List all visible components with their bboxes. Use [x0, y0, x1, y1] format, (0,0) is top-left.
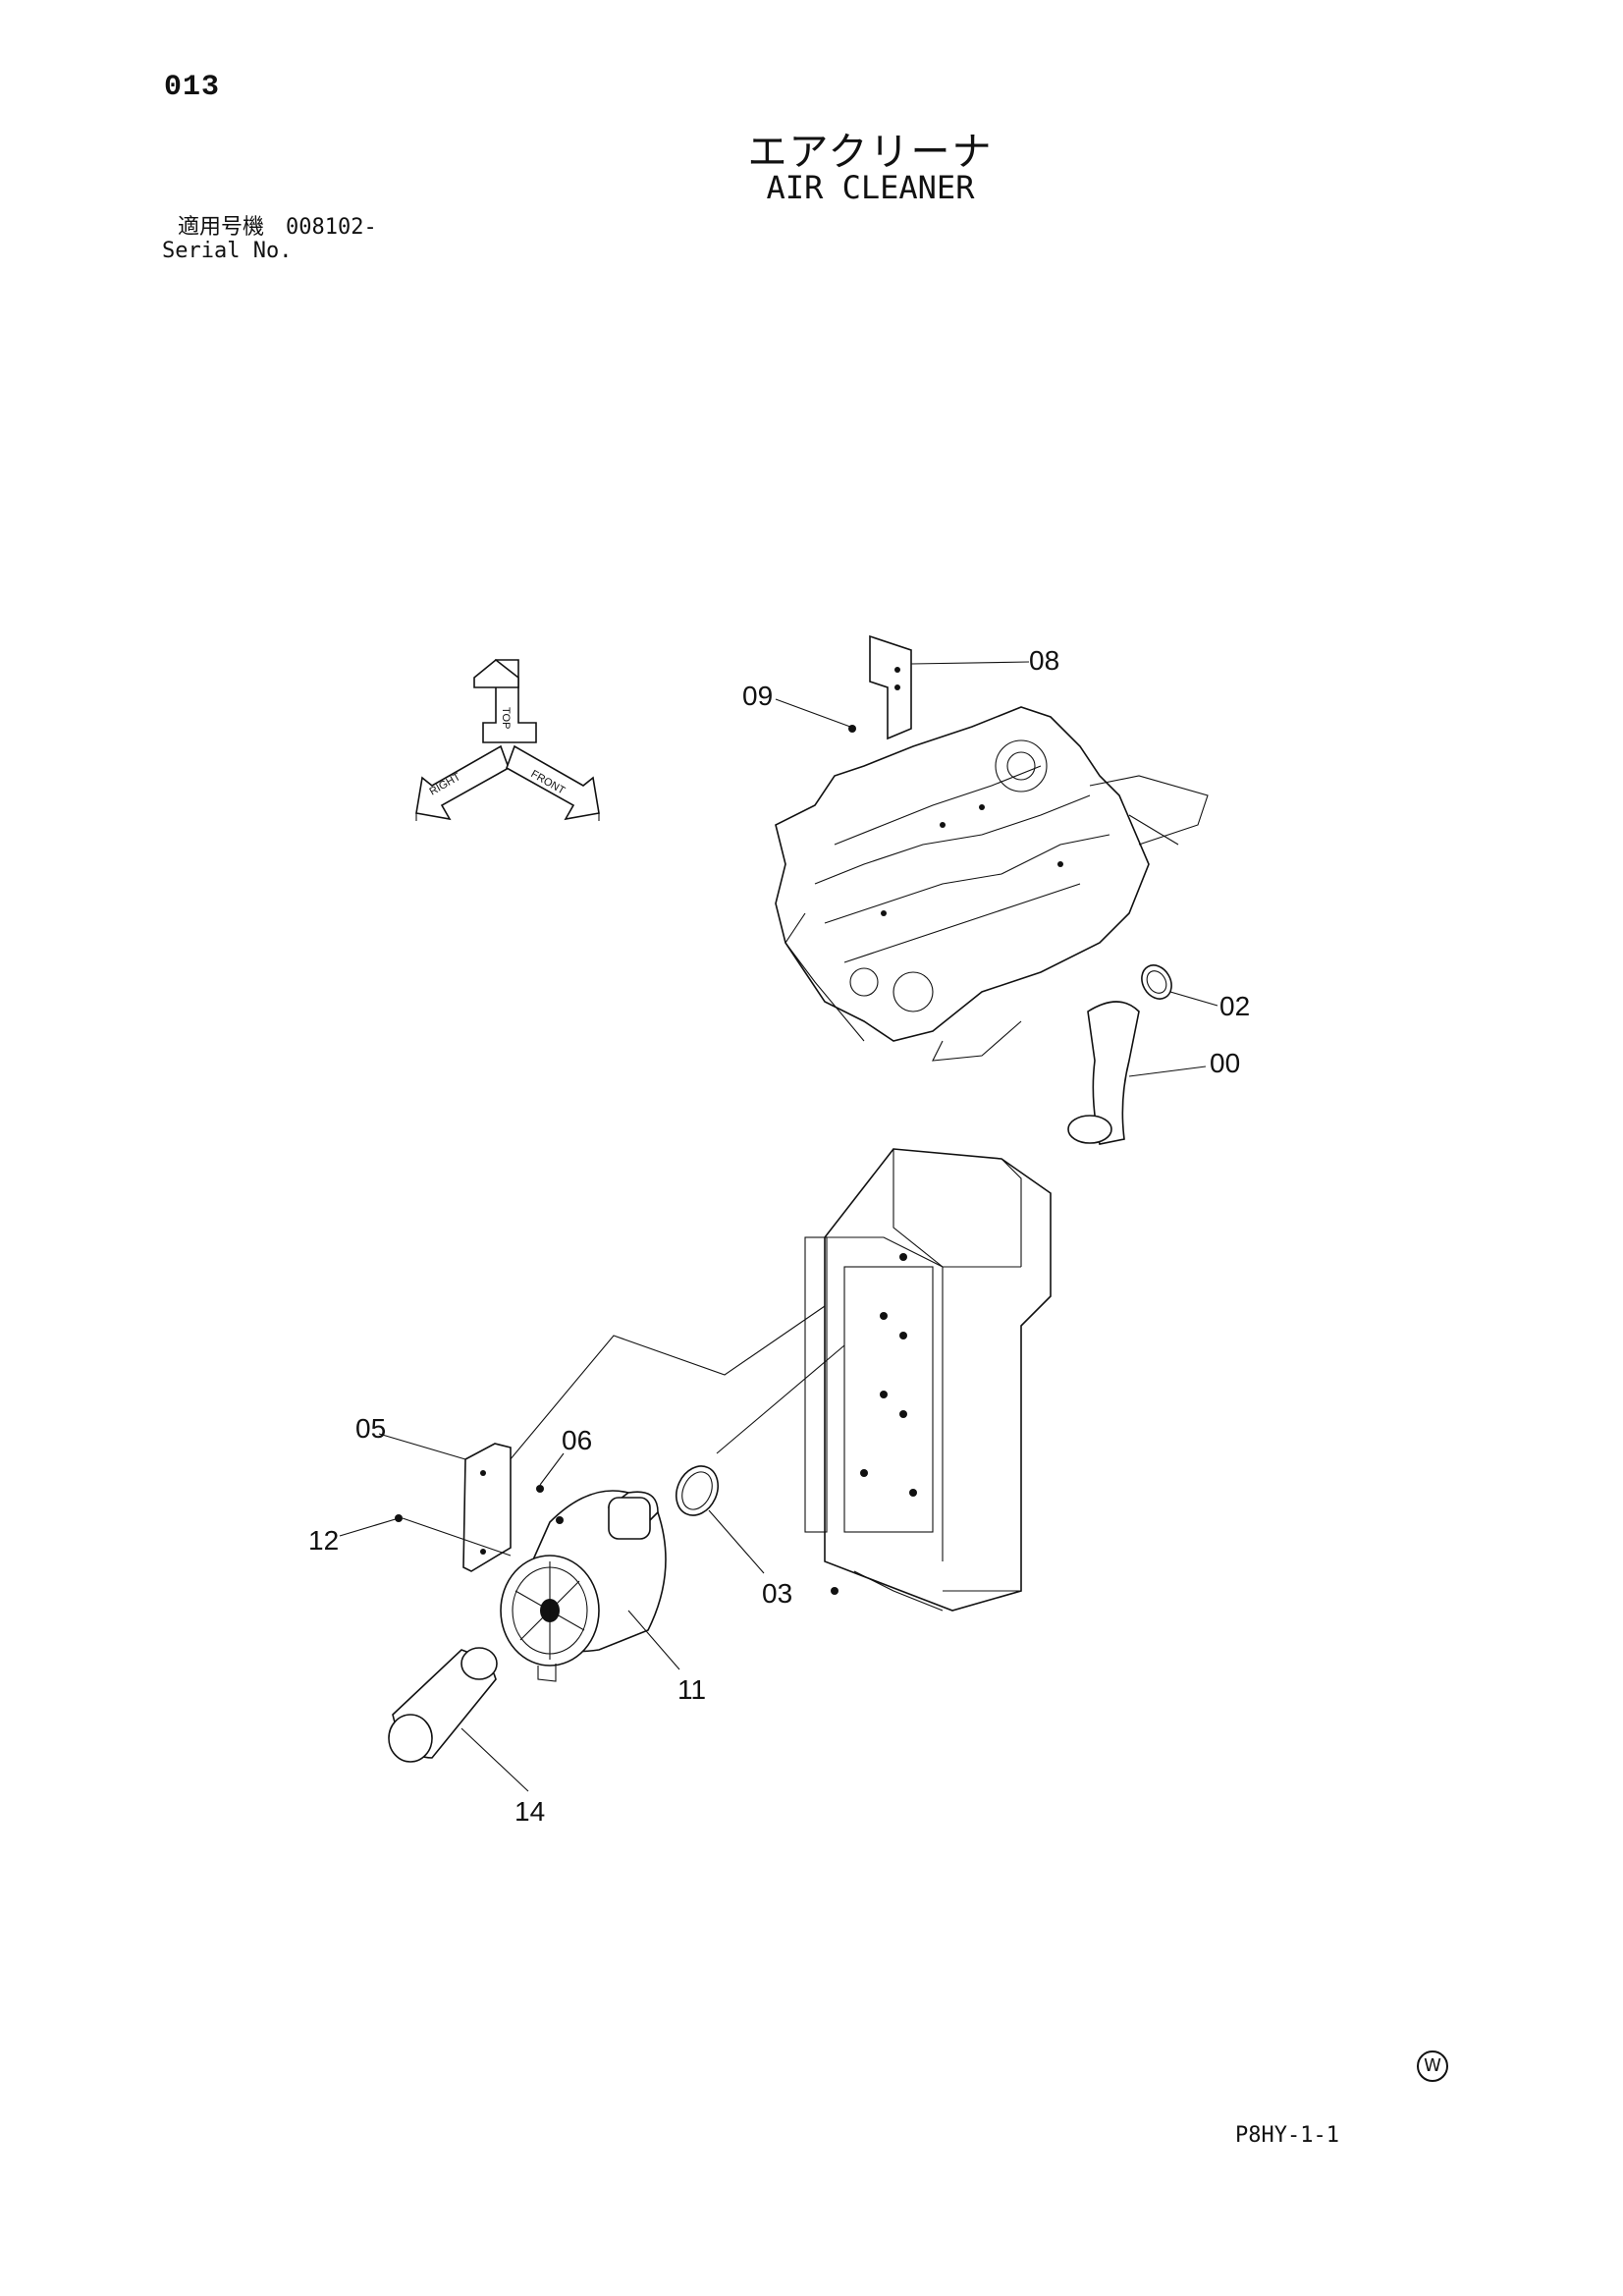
part-05-bracket: [395, 1443, 544, 1572]
guide-line: [468, 1305, 826, 1509]
callout-11: 11: [677, 1674, 706, 1705]
serial-value: 008102-: [286, 215, 377, 240]
part-03-clamp: [676, 1465, 719, 1516]
corner-mark: W: [1417, 2050, 1448, 2082]
callout-05: 05: [355, 1413, 386, 1444]
orientation-arrows: TOP RIGHT FRONT: [415, 658, 600, 821]
callout-08: 08: [1029, 645, 1059, 676]
callout-02: 02: [1219, 991, 1250, 1021]
leader-lines: [339, 661, 1218, 1792]
arrow-label-top: TOP: [500, 707, 512, 729]
callout-14: 14: [514, 1796, 545, 1827]
serial-label-jp: 適用号機: [178, 215, 265, 240]
part-08-bracket: [848, 634, 912, 740]
callout-09: 09: [742, 681, 773, 711]
part-14-filter-element: [388, 1647, 498, 1763]
callout-06: 06: [562, 1425, 592, 1455]
callout-12: 12: [308, 1525, 339, 1556]
serial-label-en: Serial No.: [162, 239, 293, 263]
page-title-english: AIR CLEANER: [766, 169, 975, 206]
page-title-japanese: エアクリーナ: [747, 130, 994, 175]
callout-03: 03: [762, 1578, 792, 1609]
plate-code: P8HY-1-1: [1235, 2123, 1339, 2148]
engine-assembly: [775, 706, 1209, 1062]
part-11-air-cleaner: [500, 1490, 667, 1682]
air-cleaner-housing: [804, 1148, 1052, 1612]
serial-info: 適用号機 008102- Serial No.: [162, 216, 377, 263]
part-02-clamp: [1141, 964, 1172, 1000]
page-number: 013: [164, 71, 221, 104]
callout-00: 00: [1210, 1048, 1240, 1078]
part-00-hose: [1067, 1001, 1140, 1145]
